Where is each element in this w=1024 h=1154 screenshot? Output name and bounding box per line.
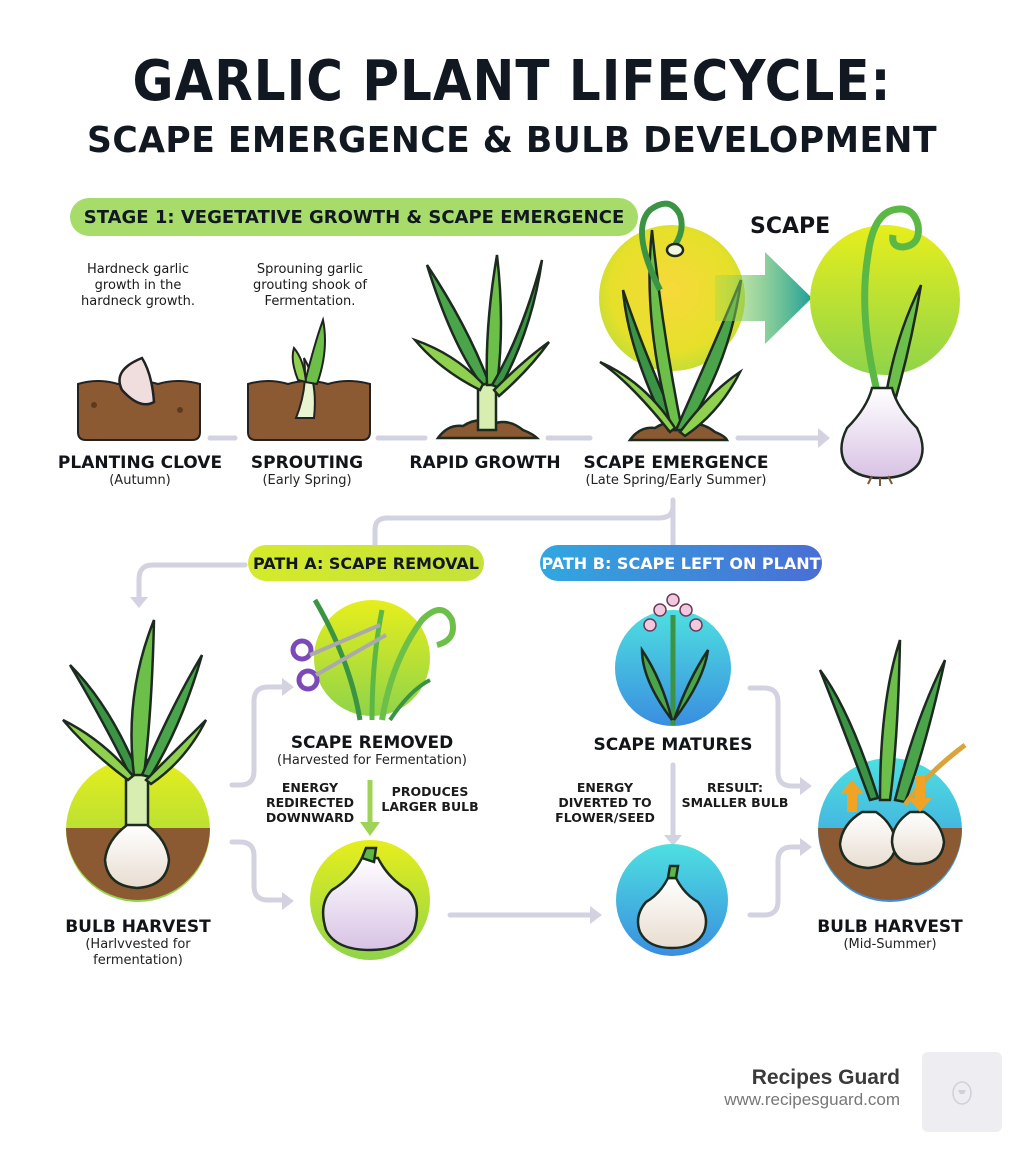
plant-with-scape-icon (599, 200, 744, 442)
right-arrow-icon (715, 252, 812, 344)
step-sprouting: SPROUTING (Early Spring) (250, 453, 364, 488)
garlic-plant-icon (411, 254, 551, 440)
up-arrow-icon (840, 780, 864, 812)
step-scape-emergence: SCAPE EMERGENCE (Late Spring/Early Summe… (583, 453, 769, 488)
path-a-banner: PATH A: SCAPE REMOVAL (248, 545, 484, 581)
brand-url[interactable]: www.recipesguard.com (724, 1090, 900, 1109)
path-a-note-energy: ENERGY REDIRECTED DOWNWARD (265, 780, 355, 825)
path-a-note-result: PRODUCES LARGER BULB (381, 784, 479, 814)
stage1-banner: STAGE 1: VEGETATIVE GROWTH & SCAPE EMERG… (70, 198, 638, 236)
branch-connectors (136, 497, 805, 918)
chef-logo-icon (952, 1081, 972, 1105)
brand-block: Recipes Guard www.recipesguard.com (724, 1066, 900, 1110)
brand-name: Recipes Guard (751, 1066, 900, 1089)
mature-plant-bulb-icon (62, 619, 208, 890)
step-rapid-growth: RAPID GROWTH (409, 453, 561, 473)
sprouting-description: Sprouning garlic grouting shook of Ferme… (253, 262, 367, 309)
scape-on-bulb-icon (840, 205, 924, 486)
large-bulb-icon (321, 846, 419, 952)
page-subtitle: SCAPE EMERGENCE & BULB DEVELOPMENT (86, 120, 938, 161)
path-a-bulb-harvest: BULB HARVEST (Harlvvested for fermentati… (65, 917, 211, 968)
path-b-note-energy: ENERGY DIVERTED TO FLOWER/SEED (555, 780, 655, 825)
step-scape-removed: SCAPE REMOVED (Harvested for Fermentatio… (277, 733, 467, 768)
scape-callout: SCAPE (750, 214, 831, 239)
clove-in-soil-icon (77, 356, 201, 441)
small-bulb-icon (636, 864, 708, 950)
planting-description: Hardneck garlic growth in the hardneck g… (81, 262, 195, 309)
flowering-scape-icon (640, 593, 710, 725)
path-b-bulb-harvest: BULB HARVEST (Mid-Summer) (817, 917, 963, 952)
brand-logo (922, 1052, 1002, 1132)
down-arrow-icon (908, 776, 932, 812)
path-b-note-result: RESULT: SMALLER BULB (681, 780, 789, 810)
step-scape-matures: SCAPE MATURES (593, 735, 753, 755)
step-planting-clove: PLANTING CLOVE (Autumn) (57, 453, 223, 488)
double-bulb-plant-icon (818, 639, 967, 870)
path-b-banner: PATH B: SCAPE LEFT ON PLANT (540, 545, 822, 581)
page-title: GARLIC PLANT LIFECYCLE: (132, 48, 892, 114)
scissors-cutting-scape-icon (290, 598, 456, 722)
lime-circle-bg (810, 225, 960, 375)
sprout-icon (247, 316, 371, 441)
lime-circle-bg (314, 600, 430, 716)
green-down-arrow-icon (360, 780, 380, 836)
